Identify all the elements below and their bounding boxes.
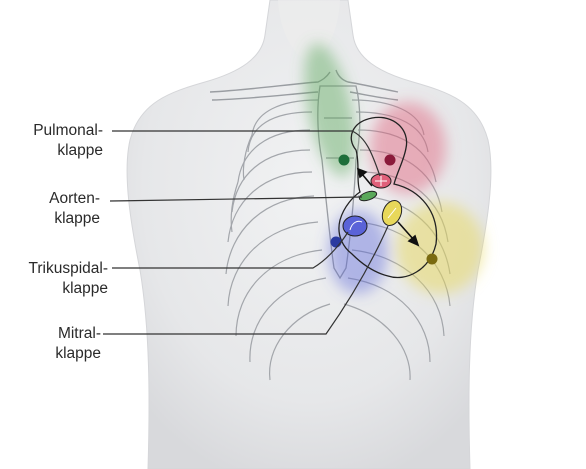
- label-pulmonal-line1: Pulmonal-: [8, 121, 103, 141]
- label-aorten-line2: klappe: [8, 209, 100, 229]
- label-aortenklappe: Aorten- klappe: [8, 189, 100, 229]
- label-pulmonal-line2: klappe: [8, 141, 103, 161]
- pulmonic-auscultation-point: [385, 155, 396, 166]
- mitral-area: [396, 202, 484, 294]
- tricuspid-valve: [343, 216, 367, 236]
- label-aorten-line1: Aorten-: [8, 189, 100, 209]
- label-trikuspidal-line1: Trikuspidal-: [4, 259, 108, 279]
- tricuspid-auscultation-point: [331, 237, 342, 248]
- pulmonary-valve: [371, 174, 391, 188]
- aortic-auscultation-point: [339, 155, 350, 166]
- label-pulmonalklappe: Pulmonal- klappe: [8, 121, 103, 161]
- label-mitral-line2: klappe: [8, 344, 101, 364]
- label-mitralklappe: Mitral- klappe: [8, 324, 101, 364]
- label-mitral-line1: Mitral-: [8, 324, 101, 344]
- label-trikuspidalklappe: Trikuspidal- klappe: [4, 259, 108, 299]
- label-trikuspidal-line2: klappe: [4, 279, 108, 299]
- mitral-auscultation-point: [427, 254, 438, 265]
